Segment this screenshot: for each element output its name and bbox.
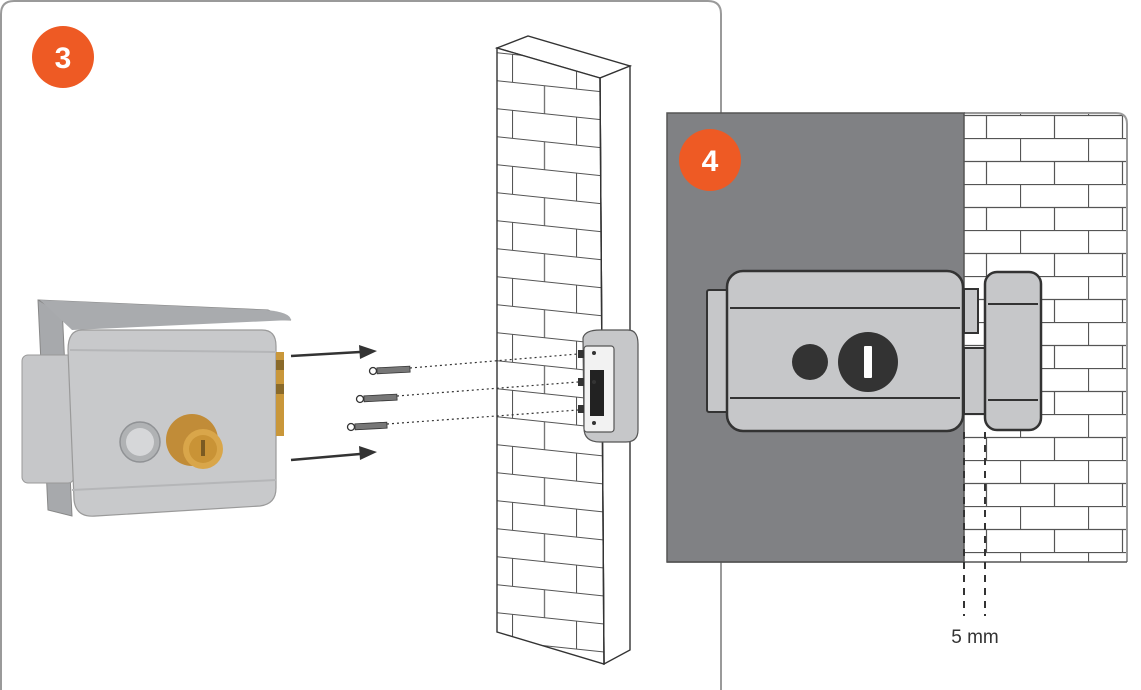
screw bbox=[355, 381, 579, 404]
gap-measurement-label: 5 mm bbox=[951, 627, 999, 648]
arrow-right-icon bbox=[290, 446, 377, 462]
step-3-panel: 3 bbox=[0, 0, 722, 690]
gap-dimension: 5 mm bbox=[951, 432, 999, 648]
electric-lock-3d bbox=[21, 299, 292, 517]
strike-keeper-front bbox=[983, 270, 1043, 432]
screws bbox=[346, 353, 579, 432]
step-4-panel: 5 mm 4 bbox=[666, 112, 1128, 648]
step-4-number: 4 bbox=[702, 145, 719, 178]
step-3-badge: 3 bbox=[32, 26, 94, 88]
key-cylinder-brass bbox=[166, 414, 223, 469]
strike-plate bbox=[578, 329, 639, 443]
screw bbox=[368, 353, 579, 376]
release-button-icon bbox=[792, 344, 828, 380]
step-4-badge: 4 bbox=[679, 129, 741, 191]
screw bbox=[346, 409, 579, 432]
wall-closeup bbox=[964, 112, 1128, 562]
motion-arrows bbox=[290, 345, 377, 462]
arrow-right-icon bbox=[290, 345, 377, 359]
electric-lock-front bbox=[706, 269, 991, 433]
step-3-number: 3 bbox=[55, 42, 72, 75]
